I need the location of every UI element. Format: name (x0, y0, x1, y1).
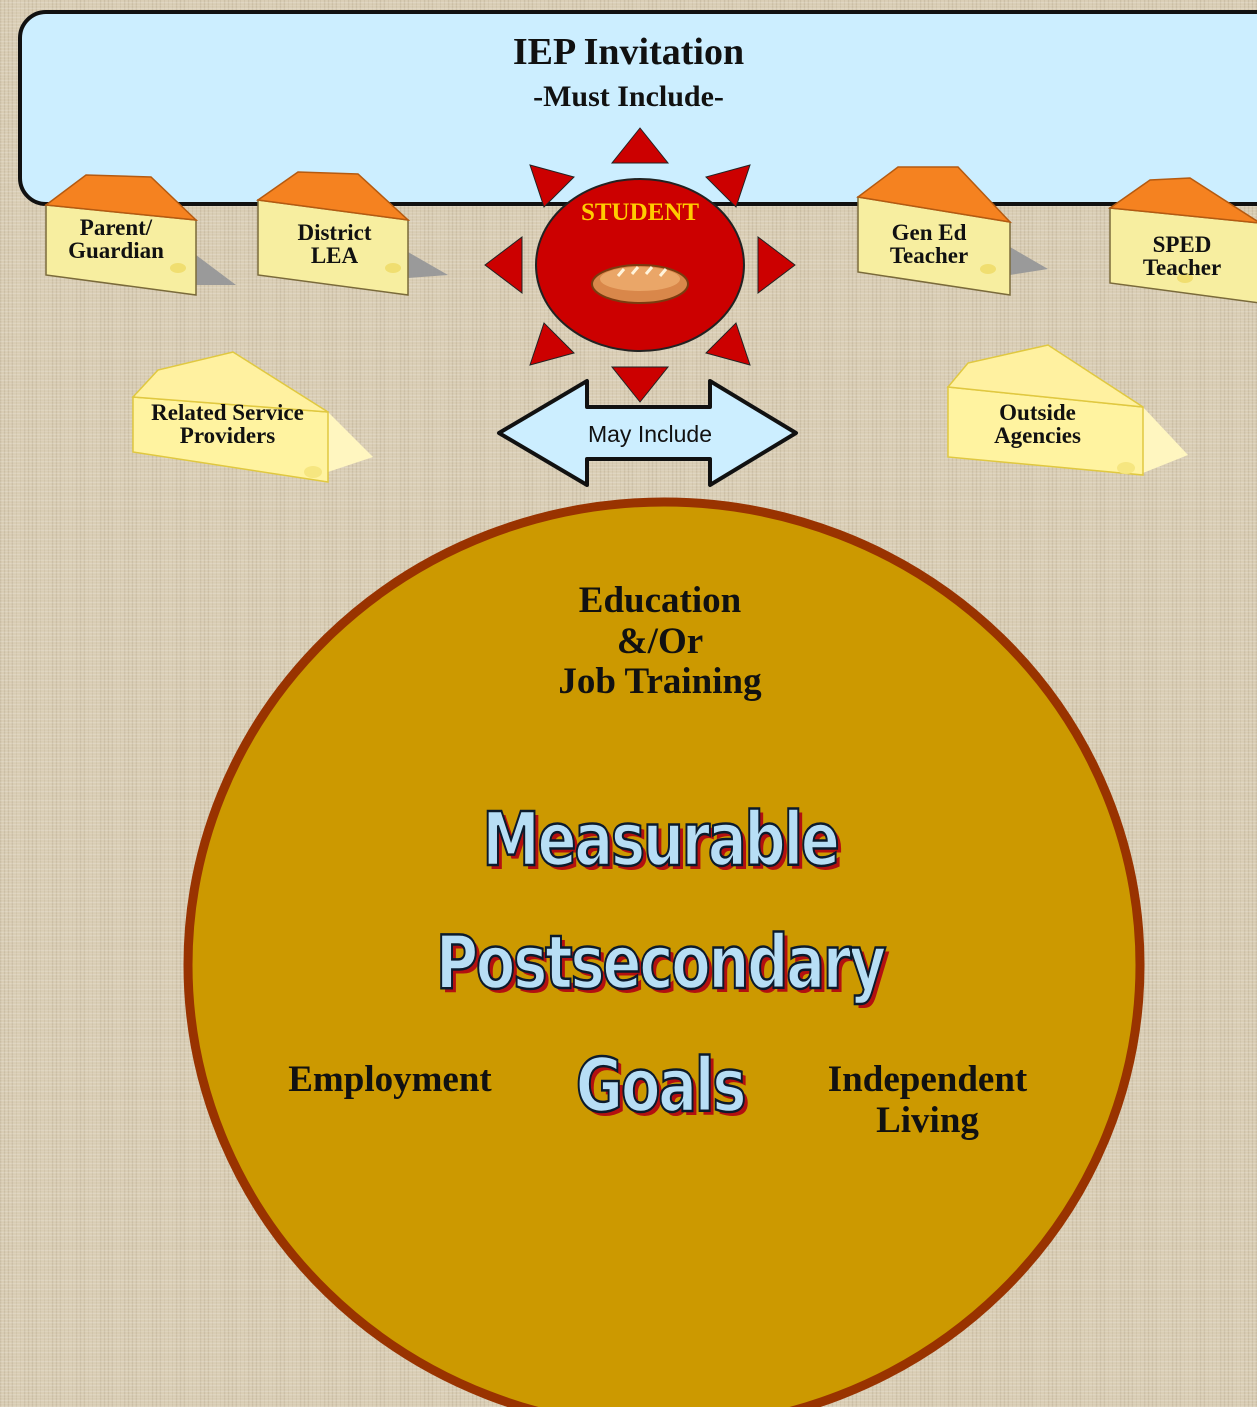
goals-title-line-1: Measurable (481, 796, 841, 885)
cheese-icon (255, 171, 448, 296)
goals-title-line-3: Goals (575, 1042, 748, 1131)
may-include-label: May Include (587, 421, 712, 447)
double-arrow-icon (497, 379, 798, 487)
education-training-label: Education &/Or Job Training (558, 580, 762, 703)
related-service-providers-label: Related Service Providers (151, 400, 304, 448)
district-lea-label: District LEA (297, 220, 372, 268)
cheese-icon (1107, 177, 1257, 304)
sped-teacher-label: SPED Teacher (1142, 232, 1222, 280)
bread-icon (591, 264, 689, 304)
employment-label: Employment (288, 1059, 492, 1100)
independent-living-label: Independent Living (827, 1059, 1028, 1141)
cheese-icon (44, 174, 236, 296)
invitation-subtitle: -Must Include- (533, 80, 724, 113)
gen-ed-teacher-label: Gen Ed Teacher (889, 220, 969, 268)
parent-guardian-label: Parent/ Guardian (68, 215, 164, 263)
outside-agencies-label: Outside Agencies (994, 400, 1081, 448)
student-label: STUDENT (580, 199, 700, 226)
iep-invitation-box (18, 10, 1257, 206)
cheese-icon (946, 344, 1188, 476)
goals-title-line-2: Postsecondary (435, 919, 888, 1008)
cheese-icon (131, 351, 373, 483)
postsecondary-goals-circle (183, 497, 1145, 1407)
cheese-icon (856, 166, 1048, 296)
invitation-title: IEP Invitation (512, 31, 745, 73)
